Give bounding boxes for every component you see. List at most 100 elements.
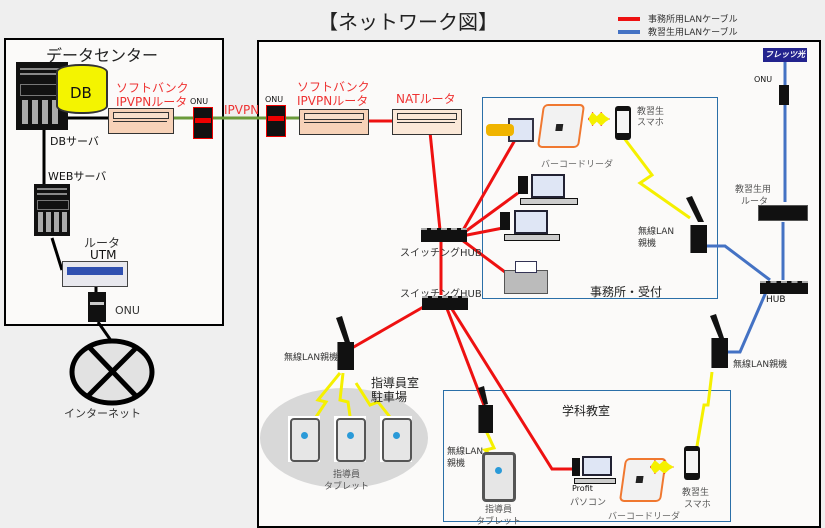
tablets-label-2: タブレット <box>324 482 370 492</box>
pc-2-monitor-icon <box>514 210 548 234</box>
office-ipvpn-router-icon <box>299 109 369 135</box>
web-server-label: WEBサーバ <box>48 170 107 183</box>
flets-onu-icon <box>779 85 789 105</box>
wireless-reception <box>622 137 691 220</box>
dc-utm-onu-label: ONU <box>115 304 140 317</box>
flets-hikari-logo <box>763 48 807 62</box>
office-sb-router-label-2: IPVPNルータ <box>297 94 369 108</box>
cable-switch1-printer <box>461 238 506 274</box>
switching-hub-2-label: スイッチングHUB <box>400 289 482 300</box>
antenna-icon <box>336 316 350 343</box>
classroom-tablet-icon <box>482 452 516 502</box>
profit-pc-label-1: Profit <box>572 484 593 493</box>
legend-label-office: 事務所用LANケーブル <box>648 15 738 25</box>
flets-onu-label: ONU <box>754 75 773 84</box>
cable-switch1-pc1 <box>461 191 519 236</box>
classroom-ap-label-1: 無線LAN <box>447 447 484 457</box>
classroom-ap-icon <box>478 405 493 433</box>
internet-label: インターネット <box>64 407 141 420</box>
classroom-tablet-label-2: タブレット <box>476 517 522 527</box>
tablet-3-icon <box>380 416 412 462</box>
utm-label-1: ルータ <box>84 236 121 250</box>
classroom-tablet-label-1: 指導員 <box>485 505 513 515</box>
cable-switch1-pc2 <box>461 226 504 238</box>
pc-1-monitor-icon <box>531 174 565 198</box>
pc-1-keyboard-icon <box>520 198 578 205</box>
reception-room-label: 事務所・受付 <box>590 285 663 299</box>
tablets-label-1: 指導員 <box>333 470 361 480</box>
cable-switch2-apleft <box>351 300 433 350</box>
classroom-phone-label-1: 教習生 <box>682 488 710 498</box>
right-ap-icon <box>711 338 728 368</box>
switching-hub-1-label: スイッチングHUB <box>400 248 482 259</box>
classroom-label: 学科教室 <box>562 404 611 418</box>
pc-2-icon <box>500 212 510 230</box>
datacenter-title: データセンター <box>46 46 159 65</box>
legend-swatch-office <box>618 17 640 21</box>
classroom-room <box>443 390 731 522</box>
internet-icon <box>69 338 155 406</box>
student-hub-label: HUB <box>766 295 786 305</box>
student-router-label-2: ルータ <box>741 197 769 207</box>
barcode-reader-icon <box>536 104 586 148</box>
dc-utm-onu-icon <box>88 292 106 322</box>
classroom-phone-icon <box>684 446 700 480</box>
cable-nat-switch1 <box>428 131 442 231</box>
antenna-icon <box>478 386 488 405</box>
db-server-label: DBサーバ <box>50 135 99 148</box>
db-label: DB <box>70 84 92 102</box>
office-sb-router-label-1: ソフトバンク <box>297 80 370 94</box>
legend-swatch-student <box>618 30 640 34</box>
left-ap-icon <box>337 342 354 370</box>
profit-pc-keyboard-icon <box>574 478 616 484</box>
antenna-icon <box>710 314 724 338</box>
tablet-2-icon <box>334 416 366 462</box>
reception-phone-label-2: スマホ <box>637 118 664 128</box>
cable-switch1-pos <box>460 139 517 233</box>
reception-phone-label-1: 教習生 <box>637 107 665 117</box>
student-phone-icon <box>615 106 631 140</box>
cable-reception-ap-hub <box>706 244 771 282</box>
cable-switch2-profit-pc <box>448 305 575 471</box>
reception-ap-label-2: 親機 <box>638 239 657 249</box>
office-onu-label: ONU <box>265 95 284 104</box>
pc-2-keyboard-icon <box>504 234 560 241</box>
wireless-classroom-phone <box>694 371 714 453</box>
page-title: 【ネットワーク図】 <box>318 10 498 34</box>
db-cylinder-icon <box>56 64 108 114</box>
cable-hub-right-ap <box>728 291 768 354</box>
dc-ipvpn-router-icon <box>108 108 174 134</box>
pointing-hand-icon <box>486 124 514 136</box>
parking-label-2: 駐車場 <box>371 390 408 404</box>
switching-hub-1-icon <box>421 228 467 242</box>
right-ap-label: 無線LAN親機 <box>733 360 788 370</box>
profit-pc-tower-icon <box>572 458 580 476</box>
reception-ap-icon <box>690 225 707 253</box>
dc-onu-label: ONU <box>190 97 209 106</box>
student-router-label-1: 教習生用 <box>735 185 772 195</box>
cable-switch2-classroom-ap <box>444 305 487 409</box>
web-server-icon <box>34 184 70 236</box>
pc-1-icon <box>518 176 528 194</box>
legend-label-student: 教習生用LANケーブル <box>648 28 738 38</box>
reception-ap-label-1: 無線LAN <box>638 227 675 237</box>
printer-icon <box>504 261 548 294</box>
profit-pc-label-2: パソコン <box>570 498 607 508</box>
ipvpn-label: IPVPN <box>224 103 260 117</box>
flets-hikari-label: フレッツ光 <box>765 50 805 59</box>
student-hub-icon <box>760 281 808 294</box>
classroom-ap-label-2: 親機 <box>447 459 466 469</box>
dc-onu-icon <box>193 107 213 139</box>
nat-router-label: NATルータ <box>396 92 456 106</box>
classroom-barcode-label: バーコードリーダ <box>608 512 681 522</box>
student-router-icon <box>758 205 808 221</box>
profit-pc-monitor-icon <box>582 456 612 476</box>
nat-router-icon <box>392 109 462 135</box>
parking-label-1: 指導員室 <box>371 376 420 390</box>
classroom-phone-label-2: スマホ <box>684 500 711 510</box>
cable-web-utm <box>50 237 64 271</box>
dc-router-label-1: ソフトバンク <box>116 81 189 95</box>
office-onu-icon <box>266 105 286 137</box>
left-ap-label: 無線LAN親機 <box>284 353 339 363</box>
